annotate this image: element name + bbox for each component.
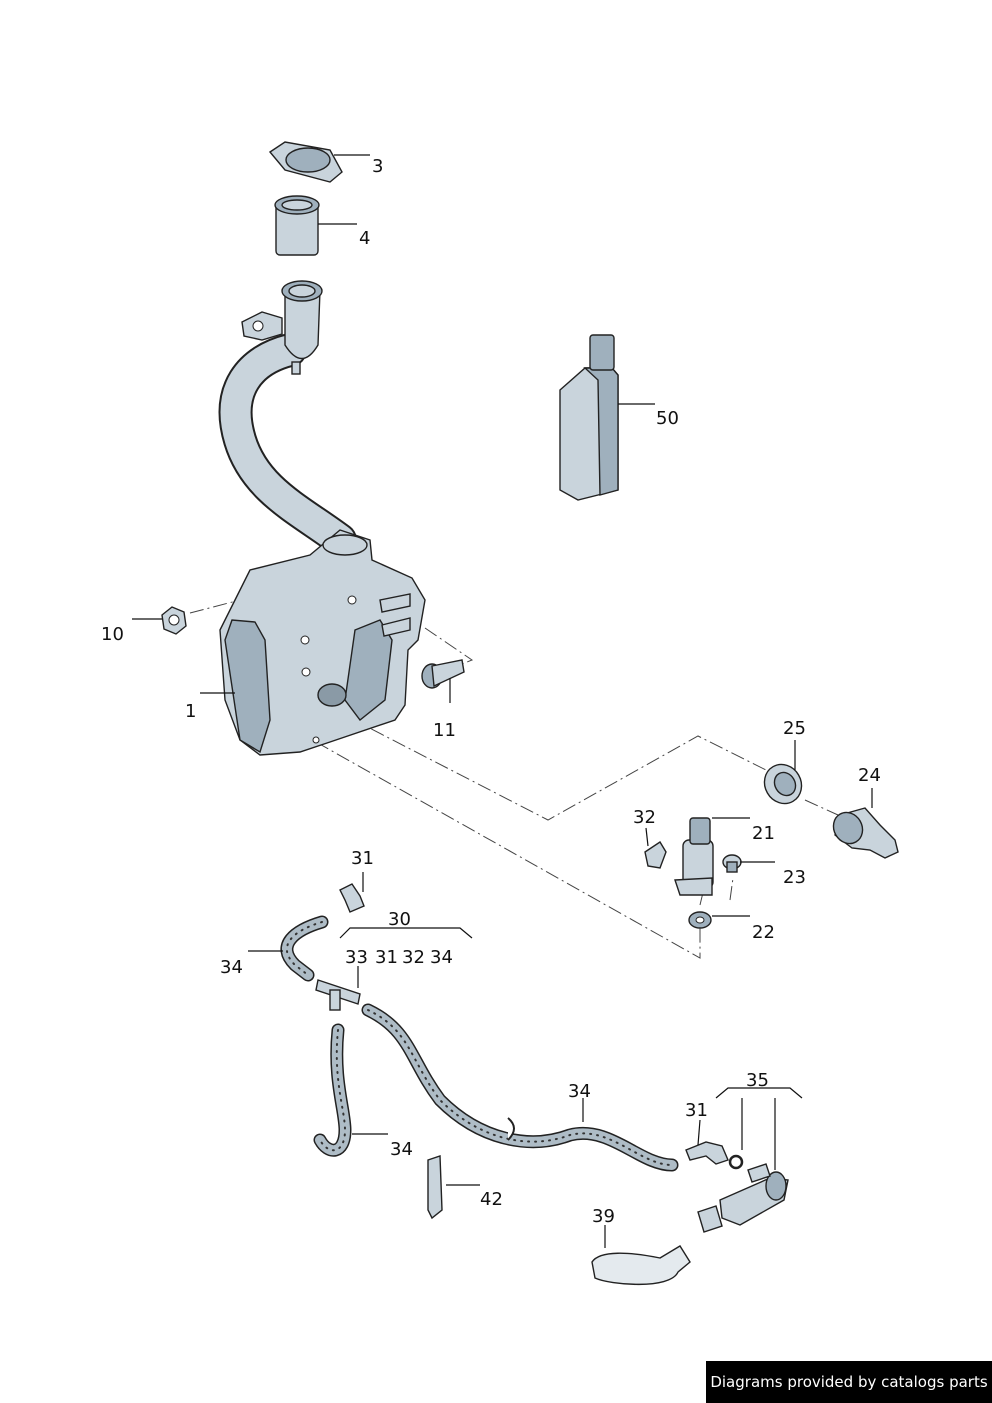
callout-42: 42 (480, 1189, 503, 1210)
callout-50: 50 (656, 408, 679, 429)
part-fluid-bottle (559, 334, 619, 501)
callout-30: 30 (388, 909, 411, 930)
callout-33: 33 (345, 947, 368, 968)
part-level-sensor (832, 807, 899, 859)
callout-34-group: 34 (430, 947, 453, 968)
part-washer-pump (674, 817, 714, 896)
callout-24: 24 (858, 765, 881, 786)
part-hoses (280, 915, 679, 1172)
callout-4: 4 (359, 228, 370, 249)
callout-31-nozzle: 31 (685, 1100, 708, 1121)
callout-3: 3 (372, 156, 383, 177)
callout-22: 22 (752, 922, 775, 943)
callout-11: 11 (433, 720, 456, 741)
part-reservoir (219, 529, 426, 756)
part-pump-elbow (644, 841, 667, 869)
callout-21: 21 (752, 823, 775, 844)
callout-34-long: 34 (568, 1081, 591, 1102)
callout-35: 35 (746, 1070, 769, 1091)
part-bolt (421, 659, 465, 689)
callout-32: 32 (633, 807, 656, 828)
part-filler-pipe (218, 280, 357, 557)
part-seal-washer (688, 911, 712, 929)
callout-labels: 3 4 50 10 1 11 25 24 32 21 23 22 31 30 3… (101, 156, 881, 1227)
callout-31: 31 (351, 848, 374, 869)
part-t-connector (315, 979, 361, 1011)
part-cap (268, 141, 343, 183)
part-nut (161, 606, 187, 635)
callout-32-group: 32 (402, 947, 425, 968)
callout-31-group: 31 (375, 947, 398, 968)
part-elbow-connector (339, 883, 365, 913)
callout-34: 34 (220, 957, 243, 978)
part-pump-grommet (722, 854, 742, 873)
callout-34-lower: 34 (390, 1139, 413, 1160)
part-filler-insert (274, 195, 320, 256)
part-elbow-connector-2 (685, 1141, 729, 1165)
callout-25: 25 (783, 718, 806, 739)
callout-23: 23 (783, 867, 806, 888)
callout-1: 1 (185, 701, 196, 722)
part-cover (591, 1245, 691, 1286)
part-clip (427, 1155, 443, 1220)
part-grommet (763, 763, 803, 805)
footer-credit: Diagrams provided by catalogs parts (706, 1361, 992, 1403)
part-nozzle-assembly (697, 1154, 789, 1233)
leader-lines (132, 154, 873, 1248)
callout-10: 10 (101, 624, 124, 645)
callout-39: 39 (592, 1206, 615, 1227)
